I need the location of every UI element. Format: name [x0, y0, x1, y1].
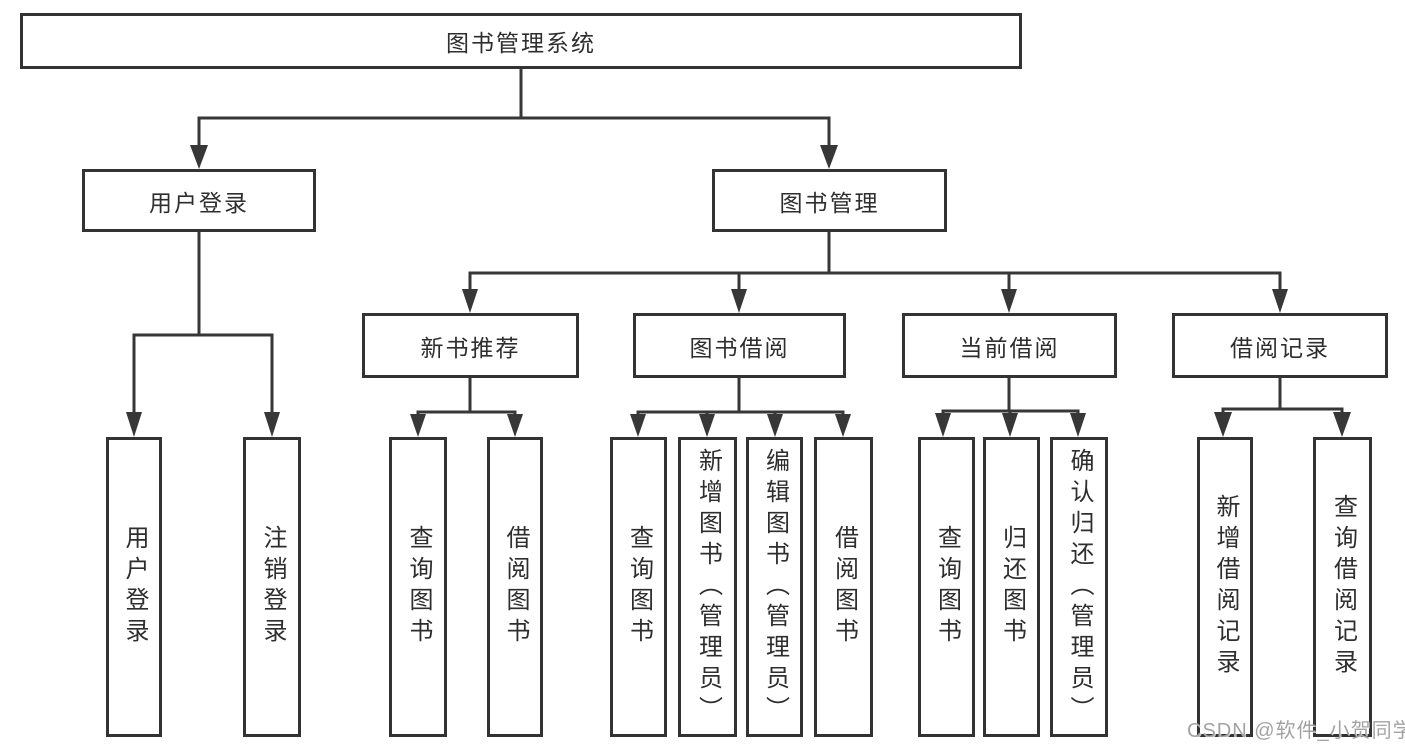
- node-new-book-recommend-label: 新书推荐: [420, 334, 521, 361]
- leaf-borrow-edit-books-admin: 编辑图书（管理员）: [746, 437, 803, 737]
- leaf-user-login-label: 用户登录: [121, 525, 148, 649]
- edge-bookmgmt-to-level3: [462, 232, 1288, 313]
- node-new-book-recommend: 新书推荐: [362, 313, 579, 378]
- leaf-logout-login: 注销登录: [243, 437, 301, 737]
- node-root: 图书管理系统: [20, 13, 1022, 69]
- leaf-logout-login-label: 注销登录: [259, 525, 286, 649]
- leaf-borrow-borrow-books-label: 借阅图书: [830, 525, 858, 649]
- leaf-borrow-edit-books-admin-label: 编辑图书（管理员）: [761, 447, 789, 727]
- leaf-borrow-query-books: 查询图书: [610, 437, 667, 737]
- edge-root-to-level2: [190, 69, 838, 169]
- leaf-borrow-add-books-admin-label: 新增图书（管理员）: [694, 447, 722, 727]
- csdn-watermark: CSDN @软件_小贺同学: [1187, 720, 1405, 742]
- leaf-current-query-books-label: 查询图书: [933, 525, 961, 649]
- leaf-records-query-record-label: 查询借阅记录: [1329, 494, 1357, 680]
- node-user-login: 用户登录: [82, 169, 316, 232]
- leaf-newbook-query-books-label: 查询图书: [405, 525, 432, 649]
- leaf-newbook-borrow-books: 借阅图书: [487, 437, 543, 737]
- edge-records-to-leaves: [1214, 378, 1351, 437]
- edge-newbooks-to-leaves: [410, 378, 523, 437]
- leaf-records-add-record: 新增借阅记录: [1197, 437, 1253, 737]
- leaf-user-login: 用户登录: [106, 437, 162, 737]
- leaf-records-query-record: 查询借阅记录: [1313, 437, 1372, 737]
- leaf-current-return-books: 归还图书: [983, 437, 1040, 737]
- node-current-borrow: 当前借阅: [902, 313, 1117, 378]
- node-user-login-label: 用户登录: [149, 189, 249, 216]
- node-borrow-records: 借阅记录: [1172, 313, 1388, 378]
- leaf-current-confirm-return-admin: 确认归还（管理员）: [1050, 437, 1108, 737]
- leaf-current-query-books: 查询图书: [918, 437, 975, 737]
- leaf-current-confirm-return-admin-label: 确认归还（管理员）: [1066, 447, 1093, 727]
- edge-current-to-leaves: [935, 378, 1086, 437]
- node-borrow-records-label: 借阅记录: [1230, 334, 1330, 361]
- leaf-borrow-add-books-admin: 新增图书（管理员）: [678, 437, 737, 737]
- edge-borrow-to-leaves: [630, 378, 851, 437]
- node-book-borrow-label: 图书借阅: [689, 334, 790, 361]
- leaf-records-add-record-label: 新增借阅记录: [1212, 494, 1239, 680]
- leaf-current-return-books-label: 归还图书: [998, 525, 1026, 649]
- leaf-borrow-query-books-label: 查询图书: [625, 525, 653, 649]
- leaf-newbook-borrow-books-label: 借阅图书: [502, 525, 529, 649]
- node-book-borrow: 图书借阅: [633, 313, 846, 378]
- node-book-management-label: 图书管理: [779, 189, 880, 216]
- leaf-newbook-query-books: 查询图书: [389, 437, 447, 737]
- edge-userlogin-to-leaves: [126, 232, 280, 437]
- node-book-management: 图书管理: [712, 169, 947, 232]
- node-root-label: 图书管理系统: [446, 30, 596, 56]
- leaf-borrow-borrow-books: 借阅图书: [814, 437, 873, 737]
- node-current-borrow-label: 当前借阅: [959, 334, 1060, 361]
